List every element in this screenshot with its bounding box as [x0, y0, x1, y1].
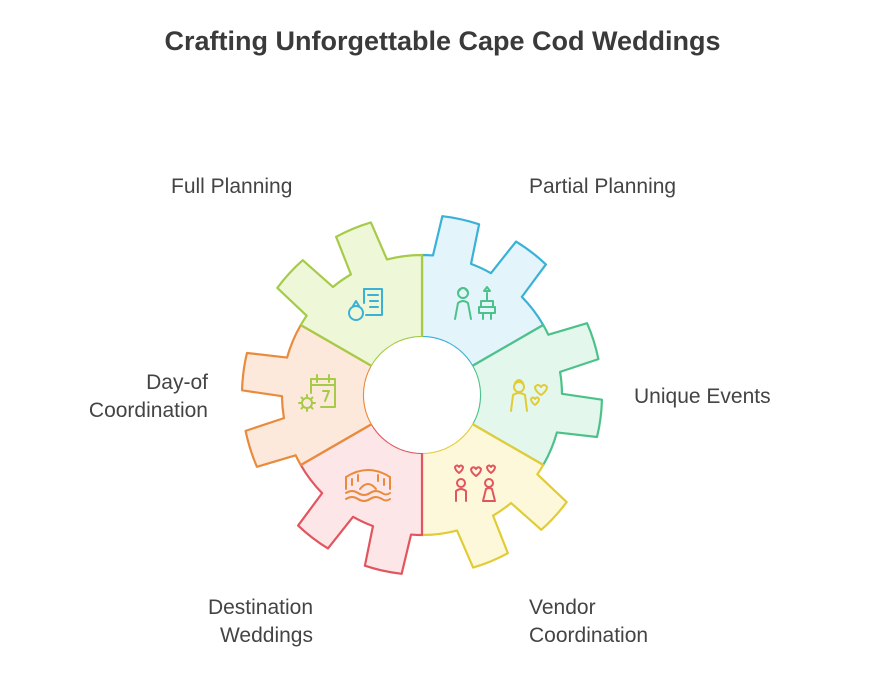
couple-hearts-icon [454, 464, 496, 502]
ring-document-icon [348, 288, 383, 321]
label-full-planning-line-1: Full Planning [171, 175, 293, 198]
calendar-gear-icon [298, 374, 336, 412]
label-full-planning: Full Planning [171, 173, 292, 201]
label-destination-weddings-line-2: Weddings [219, 624, 313, 647]
gear-hub [364, 337, 480, 453]
label-vendor-coordination-line-2: Coordination [529, 624, 649, 647]
couple-cake-icon [454, 286, 496, 320]
bride-hearts-icon [510, 379, 548, 412]
label-day-of-coordination-line-1: Day-of [146, 371, 208, 394]
page-title: Crafting Unforgettable Cape Cod Weddings [164, 26, 721, 56]
gear-segment-day-of-coordination [276, 221, 424, 368]
label-vendor-coordination: Vendor Coordination [529, 594, 648, 650]
label-destination-weddings: Destination Weddings [208, 594, 313, 650]
label-partial-planning-line-1: Partial Planning [529, 175, 677, 198]
label-vendor-coordination-line-1: Vendor [529, 596, 596, 619]
label-day-of-coordination: Day-of Coordination [89, 369, 208, 425]
gear-segment-partial-planning [471, 322, 604, 467]
venice-bridge-icon [345, 469, 391, 502]
gear-segment-vendor-coordination [297, 422, 424, 575]
label-unique-events-line-1: Unique Events [634, 385, 771, 408]
label-unique-events: Unique Events [634, 383, 771, 411]
label-partial-planning: Partial Planning [529, 173, 676, 201]
label-day-of-coordination-line-2: Coordination [88, 399, 208, 422]
label-destination-weddings-line-1: Destination [207, 596, 313, 619]
